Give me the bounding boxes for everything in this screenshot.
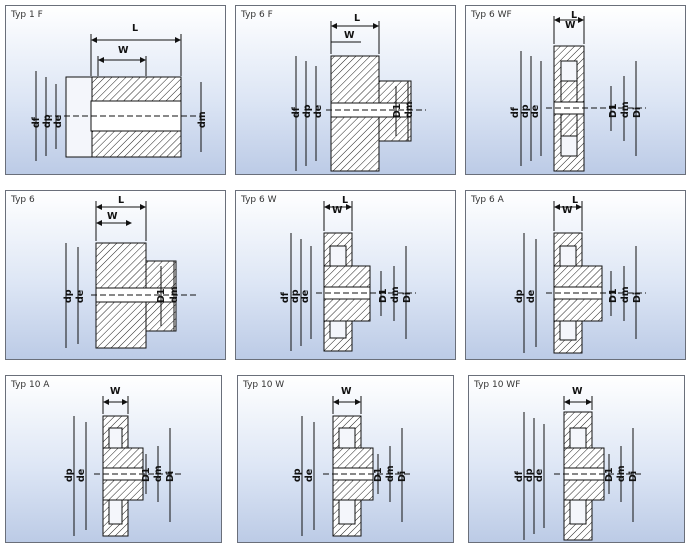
panel-title: Typ 6 WF (471, 10, 512, 20)
dim-left-label-0: dp (64, 468, 75, 482)
panel-typ-6a: Typ 6 A L W dp de D1 dm Di (465, 190, 686, 360)
dim-right-label-0: D1 (608, 104, 619, 119)
dim-W-label: W (572, 386, 583, 397)
dim-right-label-1: dm (616, 465, 627, 482)
dim-right-label-1: dm (620, 101, 631, 118)
panel-title: Typ 10 W (243, 380, 285, 390)
panel-title: Typ 6 W (241, 195, 277, 205)
dim-left-label-2: de (300, 290, 311, 303)
dim-L-label: L (354, 13, 360, 24)
dim-right-label-2: Di (165, 471, 176, 482)
dim-right-label-1: dm (385, 465, 396, 482)
dim-left-label-2: de (313, 105, 324, 118)
dim-W-label: W (332, 205, 343, 216)
dim-L-label: L (571, 10, 577, 21)
dim-left-label-0: df (31, 116, 42, 128)
dim-L-label: L (132, 23, 138, 34)
dim-left-label-0: dp (514, 289, 525, 303)
dim-right-label-1: dm (390, 286, 401, 303)
dim-right-label-2: Di (632, 292, 643, 303)
dim-left-label-1: de (76, 469, 87, 482)
dim-left-label-2: de (534, 469, 545, 482)
dim-left-label-1: dp (520, 104, 531, 118)
dim-left-label-1: de (75, 290, 86, 303)
dim-left-label-0: df (510, 106, 521, 118)
panel-typ-10a: Typ 10 A W dp de D1 dm Di (5, 375, 222, 543)
dim-right-label-0: D1 (156, 289, 167, 304)
dim-W-label: W (107, 211, 118, 222)
dim-right-label-1: dm (404, 101, 415, 118)
dim-left-label-0: df (291, 106, 302, 118)
panel-title: Typ 1 F (11, 10, 43, 20)
dim-right-label-2: Di (397, 471, 408, 482)
dim-right-label-1: dm (620, 286, 631, 303)
dim-L-label: L (118, 195, 124, 206)
pulley-diagram: L W df dp de dm (31, 23, 208, 161)
dim-right-label-1: dm (169, 286, 180, 303)
pulley-diagram: L W dp de D1 dm Di (514, 195, 646, 354)
dim-left-label-0: df (280, 291, 291, 303)
dim-left-label-2: de (53, 115, 64, 128)
dim-left-label-0: dp (63, 289, 74, 303)
dim-right-label-0: D1 (608, 289, 619, 304)
panel-typ-1f: Typ 1 F L W df dp de dm (5, 5, 226, 175)
dim-left-label-1: de (304, 469, 315, 482)
dim-left-label-0: df (514, 470, 525, 482)
panel-title: Typ 6 (11, 195, 35, 205)
dim-right-label-2: Di (632, 107, 643, 118)
dim-W-label: W (110, 386, 121, 397)
dim-right-label-1: dm (153, 465, 164, 482)
panel-typ-6wf: Typ 6 WF L W df dp de D1 dm Di (465, 5, 686, 175)
pulley-diagram: L W dp de D1 dm (63, 195, 196, 349)
panel-title: Typ 6 F (241, 10, 273, 20)
pulley-diagram: W df dp de D1 dm Di (514, 386, 644, 541)
dim-L-label: L (342, 195, 348, 206)
panel-typ-6: Typ 6 L W dp de D1 dm (5, 190, 226, 360)
dim-left-label-0: dp (292, 468, 303, 482)
dim-right-label-0: D1 (604, 468, 615, 483)
dim-right-label-2: Di (402, 292, 413, 303)
dim-left-label-1: de (526, 290, 537, 303)
dim-W-label: W (118, 45, 129, 56)
panel-title: Typ 10 WF (474, 380, 521, 390)
dim-W-label: W (341, 386, 352, 397)
panel-typ-6w: Typ 6 W L W df dp de D1 dm Di (235, 190, 456, 360)
dim-left-label-2: de (530, 105, 541, 118)
dim-left-label-1: dp (302, 104, 313, 118)
dim-L-label: L (572, 195, 578, 206)
pulley-diagram: L W df dp de D1 dm Di (280, 195, 416, 352)
dim-W-label: W (344, 30, 355, 41)
panel-typ-10wf: Typ 10 WF W df dp de D1 dm Di (468, 375, 685, 543)
dim-right-label-2: Di (628, 471, 639, 482)
dim-left-label-1: dp (42, 114, 53, 128)
panel-title: Typ 10 A (11, 380, 50, 390)
dim-left-label-1: dp (290, 289, 301, 303)
panel-typ-6f: Typ 6 F L W df dp de D1 dm (235, 5, 456, 175)
pulley-diagram: W dp de D1 dm Di (292, 386, 413, 537)
dim-right-label-0: dm (197, 111, 208, 128)
dim-right-label-0: D1 (378, 289, 389, 304)
dim-right-label-0: D1 (392, 104, 403, 119)
panel-title: Typ 6 A (471, 195, 504, 205)
dim-W-label: W (565, 20, 576, 31)
panel-typ-10w: Typ 10 W W dp de D1 dm Di (237, 375, 454, 543)
pulley-diagram: W dp de D1 dm Di (64, 386, 181, 537)
dim-W-label: W (562, 205, 573, 216)
dim-right-label-0: D1 (373, 468, 384, 483)
dim-left-label-1: dp (524, 468, 535, 482)
pulley-diagram: L W df dp de D1 dm (291, 13, 426, 172)
dim-right-label-0: D1 (141, 468, 152, 483)
pulley-diagram: L W df dp de D1 dm Di (510, 10, 646, 172)
